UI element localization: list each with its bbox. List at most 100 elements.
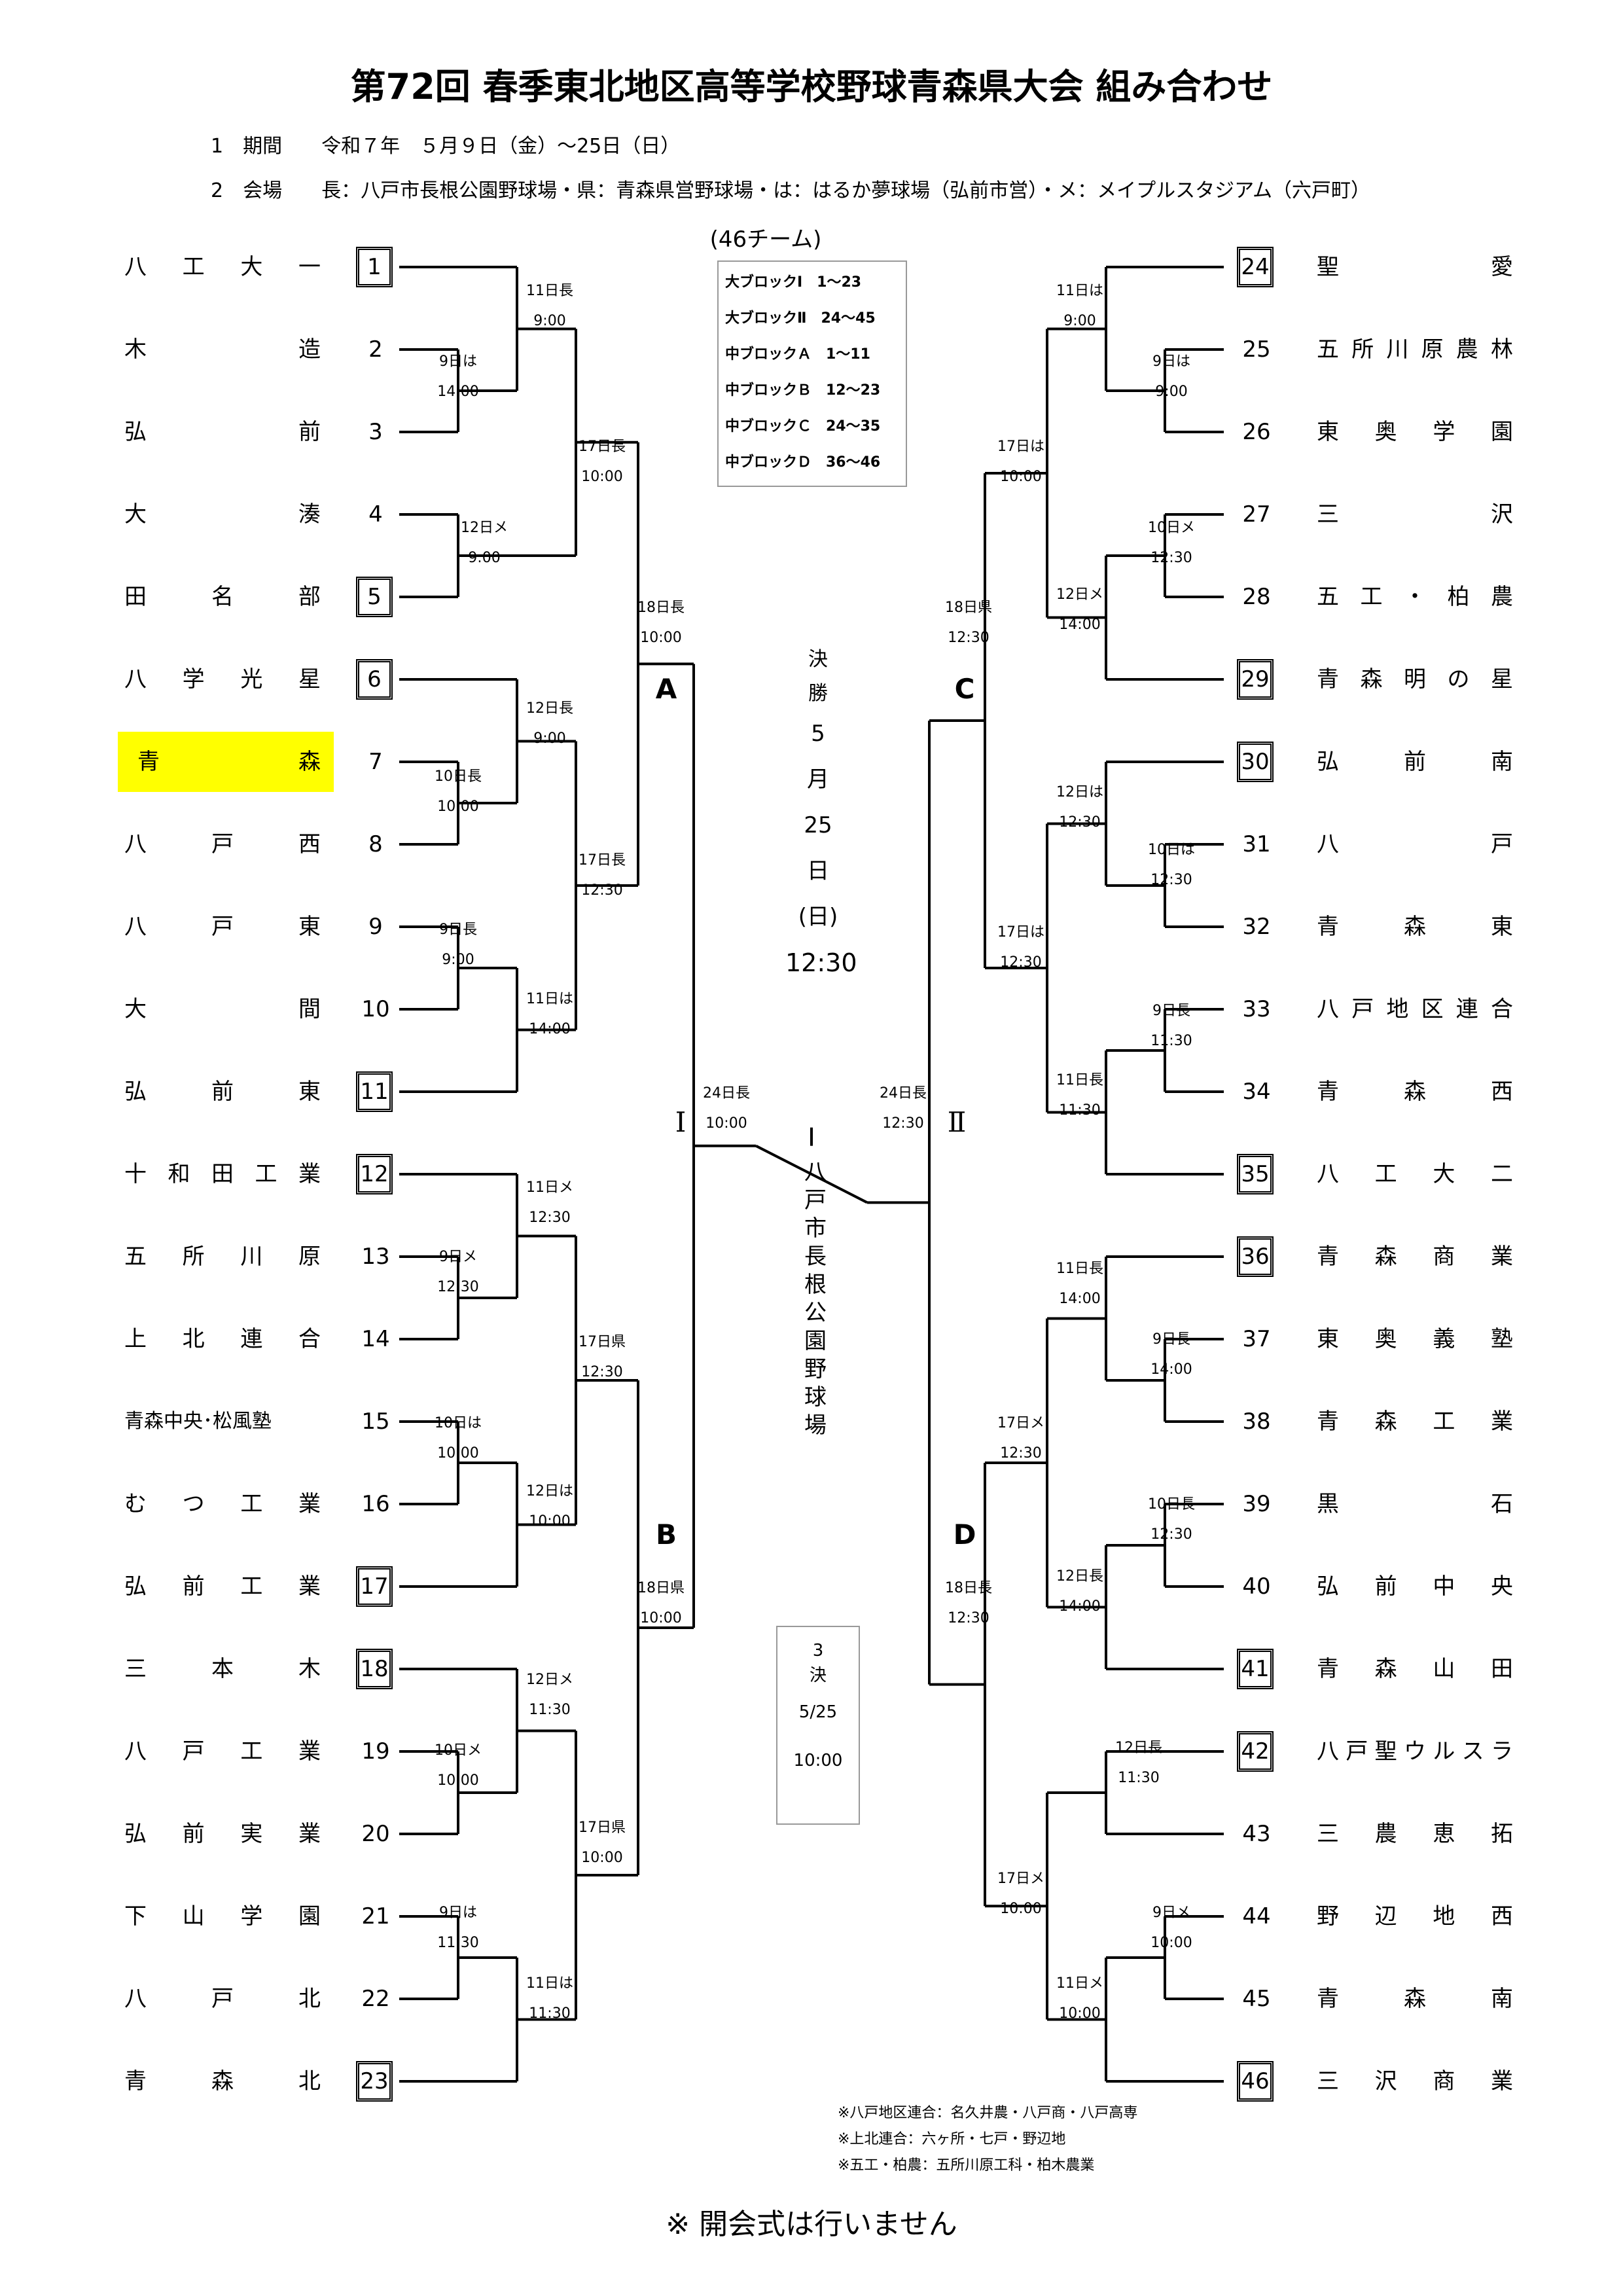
team-number: 2 [368, 336, 383, 363]
match-info: 12日長 9:00 [510, 699, 589, 749]
big-block-2-label: Ⅱ [947, 1106, 967, 1138]
team-name: 八戸東 [124, 914, 321, 940]
match-time: 14:00 [1059, 617, 1101, 633]
team-number: 10 [361, 996, 390, 1022]
match-date: 17日は [997, 924, 1044, 941]
seed-number: 17 [356, 1566, 393, 1607]
match-time: 11:30 [1059, 1102, 1101, 1119]
venue-char: 戸 [804, 1187, 827, 1213]
match-date: 11日長 [1056, 1072, 1103, 1088]
team-name: 青森南 [1317, 1986, 1513, 2012]
venue-char: 長 [804, 1244, 827, 1270]
team-number: 32 [1242, 914, 1271, 940]
team-name: 十和田工業 [124, 1161, 321, 1187]
team-name: 八工大二 [1317, 1161, 1513, 1187]
team-name: 大湊 [124, 501, 321, 528]
team-number: 33 [1242, 996, 1271, 1022]
match-time: 12:30 [948, 630, 990, 646]
venue-char: 市 [804, 1215, 827, 1242]
team-name: 下山学園 [124, 1903, 321, 1929]
team-number: 9 [368, 914, 383, 940]
team-name: 八工大一 [124, 254, 321, 280]
match-time: 10:00 [640, 1610, 682, 1626]
match-time: 12:30 [948, 1610, 990, 1626]
seed-number: 6 [356, 659, 393, 700]
seed-number: 18 [356, 1649, 393, 1689]
team-number: 44 [1242, 1903, 1271, 1929]
final-label: 勝 [808, 682, 828, 705]
team-name: 五工・柏農 [1317, 584, 1513, 610]
match-time: 10:00 [640, 630, 682, 646]
match-date: 18日長 [637, 600, 685, 616]
match-date: 11日は [526, 1975, 573, 1992]
team-name: 五所川原 [124, 1244, 321, 1270]
team-name: むつ工業 [124, 1491, 321, 1517]
note: ※五工・柏農：五所川原工科・柏木農業 [838, 2157, 1095, 2174]
venue-char: 公 [804, 1300, 827, 1326]
match-date: 12日メ [461, 520, 508, 536]
team-name: 野辺地西 [1317, 1903, 1513, 1929]
match-time: 9:00 [533, 730, 566, 747]
team-number: 22 [361, 1986, 390, 2012]
match-date: 12日は [1056, 784, 1103, 800]
final-weekday: (日) [798, 904, 838, 930]
team-name: 三農恵拓 [1317, 1821, 1513, 1847]
team-name: 黒石 [1317, 1491, 1513, 1517]
team-name: 青森明の星 [1317, 666, 1513, 692]
team-name: 八戸北 [124, 1986, 321, 2012]
team-number: 13 [361, 1244, 390, 1270]
match-date: 12日長 [526, 700, 573, 717]
match-date: 11日メ [1056, 1975, 1103, 1992]
match-date: 11日長 [526, 283, 573, 299]
final-info: 決 勝 5 月 25 日 (日) 12:30 [785, 643, 857, 986]
period-info: 1 期間 令和７年 ５月９日（金）～25日（日） [211, 135, 681, 158]
team-number: 25 [1242, 336, 1271, 363]
block-legend: 大ブロックⅠ 1～23 大ブロックⅡ 24～45 中ブロックＡ 1～11 中ブロ… [717, 260, 907, 487]
team-name: 東奥学園 [1317, 419, 1513, 445]
match-date: 12日長 [1056, 1568, 1103, 1585]
block-legend-item: 中ブロックＢ 12～23 [725, 382, 881, 399]
block-legend-item: 大ブロックⅠ 1～23 [725, 274, 862, 291]
match-time: 10:00 [1000, 469, 1042, 485]
seed-number: 1 [356, 247, 393, 287]
match-date: 11日は [1056, 283, 1103, 299]
team-name: 八戸工業 [124, 1738, 321, 1765]
team-name: 八学光星 [124, 666, 321, 692]
block-d-label: D [953, 1518, 976, 1551]
block-c-label: C [954, 673, 975, 705]
team-name: 三沢商業 [1317, 2068, 1513, 2094]
team-name: 弘前工業 [124, 1573, 321, 1600]
match-date: 24日長 [880, 1085, 927, 1102]
match-time: 12:30 [1150, 1526, 1192, 1543]
final-label: 決 [808, 648, 828, 671]
note: ※上北連合：六ヶ所・七戸・野辺地 [838, 2131, 1066, 2147]
match-date: 12日長 [1115, 1740, 1162, 1756]
team-name: 弘前中央 [1317, 1573, 1513, 1600]
match-date: 9日長 [1152, 1003, 1190, 1019]
venue-char: 根 [804, 1272, 827, 1298]
match-info: 11日長 11:30 [1041, 1071, 1119, 1121]
team-name: 五所川原農林 [1317, 336, 1513, 363]
final-time: 12:30 [785, 948, 857, 977]
team-name: 八戸西 [124, 831, 321, 857]
team-name: 青森中央･松風塾 [124, 1402, 321, 1441]
team-number: 34 [1242, 1079, 1271, 1105]
match-time: 10:00 [581, 469, 623, 485]
match-time: 14:00 [1150, 1361, 1192, 1378]
seed-number: 29 [1237, 659, 1274, 700]
team-number: 8 [368, 831, 383, 857]
team-number: 38 [1242, 1408, 1271, 1435]
final-date: 月 [807, 766, 829, 793]
match-date: 17日メ [997, 1415, 1044, 1431]
seed-number: 23 [356, 2061, 393, 2102]
